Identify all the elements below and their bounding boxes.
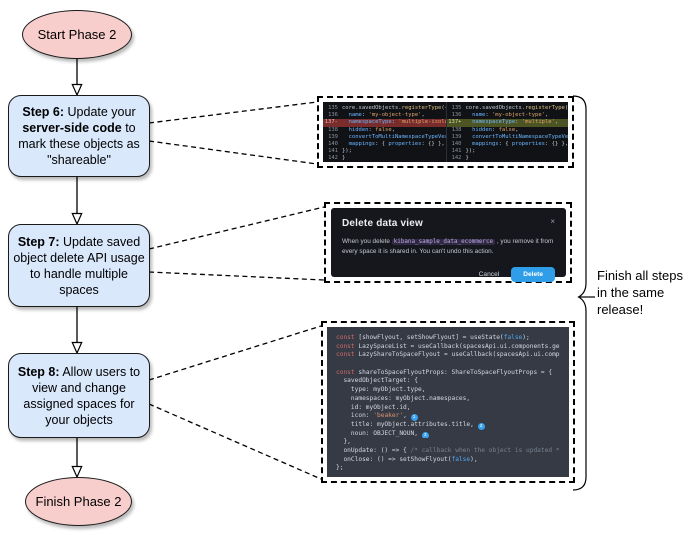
delete-button[interactable]: Delete xyxy=(511,267,555,282)
finish-node-label: Finish Phase 2 xyxy=(35,494,122,509)
release-brace xyxy=(572,95,595,491)
modal-body: When you delete kibana_sample_data_ecomm… xyxy=(342,237,564,256)
start-node: Start Phase 2 xyxy=(22,10,132,59)
flow-arrow-step6-step7 xyxy=(71,175,83,226)
connector-step7-top xyxy=(148,206,325,250)
flow-arrow-step8-finish xyxy=(71,436,83,479)
screenshot-delete-modal: Delete data view × When you delete kiban… xyxy=(324,202,572,283)
modal-body-post: , you remove it from every space it is s… xyxy=(342,238,554,255)
connector-step6-top xyxy=(148,101,318,124)
step-7-node: Step 7: Update saved object delete API u… xyxy=(8,224,150,307)
step-6-label: Step 6: Update your server-side code to … xyxy=(18,105,140,167)
step-8-label: Step 8: Allow users to view and change a… xyxy=(17,364,141,427)
finish-node: Finish Phase 2 xyxy=(25,477,132,526)
connector-step8-bottom xyxy=(148,403,322,480)
modal-code-token: kibana_sample_data_ecommerce xyxy=(391,239,496,245)
step-7-label: Step 7: Update saved object delete API u… xyxy=(13,234,145,297)
close-icon[interactable]: × xyxy=(550,217,555,226)
delete-modal: Delete data view × When you delete kiban… xyxy=(331,208,566,282)
callout-badge-2: 2 xyxy=(477,422,485,430)
connector-step7-bottom xyxy=(148,271,325,281)
step-8-node: Step 8: Allow users to view and change a… xyxy=(8,353,150,438)
screenshot-flyout-code: const [showFlyout, setShowFlyout] = useS… xyxy=(321,321,575,483)
step-6-node: Step 6: Update your server-side code to … xyxy=(8,95,150,177)
modal-title: Delete data view xyxy=(342,218,424,229)
callout-connectors xyxy=(148,101,325,480)
connector-step6-bottom xyxy=(148,140,318,165)
flow-arrow-step7-step8 xyxy=(71,305,83,355)
flyout-code-panel: const [showFlyout, setShowFlyout] = useS… xyxy=(327,327,569,477)
cancel-button[interactable]: Cancel xyxy=(478,271,500,278)
start-node-label: Start Phase 2 xyxy=(37,27,117,42)
modal-body-pre: When you delete xyxy=(342,238,392,245)
callout-badge-1: 1 xyxy=(410,414,418,421)
flow-arrow-start-step6 xyxy=(71,57,83,97)
callout-badge-3: 3 xyxy=(421,431,429,439)
connector-step8-top xyxy=(148,325,322,381)
